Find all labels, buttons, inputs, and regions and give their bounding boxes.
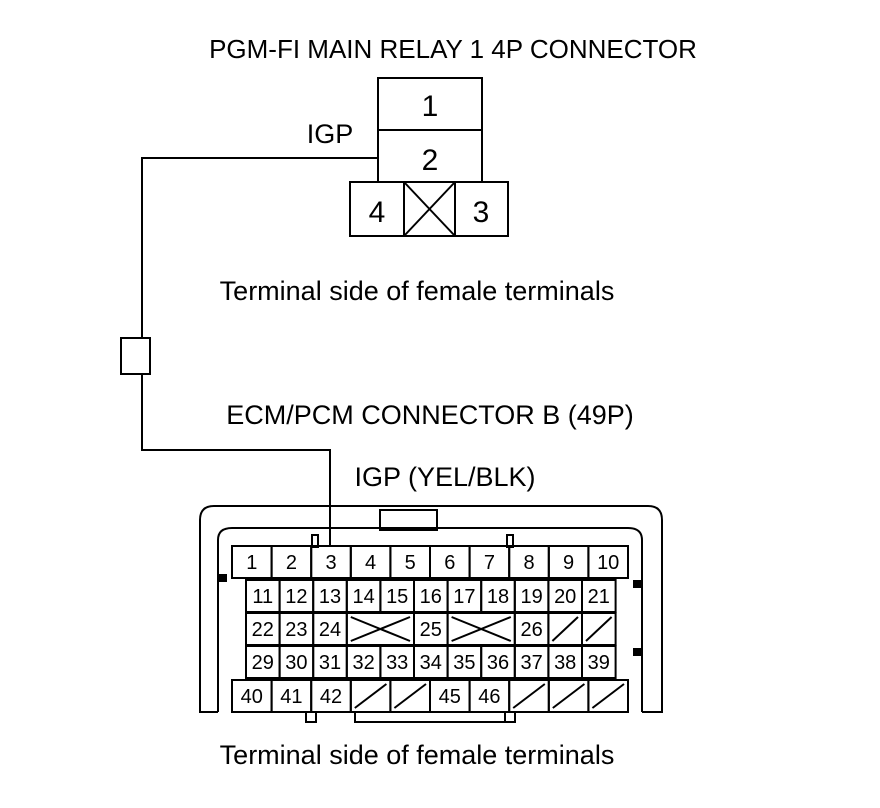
- ecm-pin-label: 5: [405, 552, 416, 574]
- ecm-pin-label: 25: [420, 619, 442, 641]
- ecm-pin-label: 23: [285, 619, 307, 641]
- ecm-pin-label: 38: [554, 652, 576, 674]
- ecm-pin-label: 45: [439, 686, 461, 708]
- ecm-pin-label: 30: [285, 652, 307, 674]
- ecm-pin-cell: [581, 645, 617, 679]
- ecm-lock: [219, 574, 227, 582]
- ecm-lock: [633, 648, 641, 656]
- ecm-pin-label: 4: [365, 552, 376, 574]
- ecm-pin-label: 11: [252, 586, 273, 608]
- ecm-blank-slash: [585, 616, 613, 642]
- ecm-pin-label: 1: [246, 552, 257, 574]
- ecm-pin-label: 40: [241, 686, 263, 708]
- ecm-top-tab: [379, 509, 438, 531]
- ecm-pin-label: 41: [280, 686, 302, 708]
- ecm-pin-label: 21: [588, 586, 610, 608]
- ecm-pin-label: 29: [252, 652, 274, 674]
- relay-pin-1: 1: [422, 90, 439, 123]
- ecm-blank-slash: [551, 616, 579, 642]
- ecm-locks: [219, 574, 641, 656]
- ecm-pin-label: 36: [487, 652, 509, 674]
- ecm-blank-slash: [354, 683, 388, 709]
- relay-connector: [349, 77, 509, 237]
- relay-blank-cross: [403, 181, 456, 237]
- ecm-pin-label: 31: [319, 652, 341, 674]
- ecm-lock: [633, 580, 641, 588]
- ecm-pin-label: 9: [563, 552, 574, 574]
- relay-caption: Terminal side of female terminals: [220, 276, 615, 306]
- ecm-pin-label: 16: [420, 586, 442, 608]
- ecm-inner-housing: [217, 527, 643, 712]
- inline-connector: [120, 337, 151, 375]
- igp-wire: [120, 157, 378, 546]
- ecm-blank-cross: [350, 616, 411, 642]
- relay-connector-title: PGM-FI MAIN RELAY 1 4P CONNECTOR: [209, 34, 697, 64]
- ecm-pin-label: 46: [478, 686, 500, 708]
- ecm-blank-cell: [587, 679, 630, 713]
- ecm-caption: Terminal side of female terminals: [220, 740, 615, 770]
- ecm-pin-label: 35: [453, 652, 475, 674]
- ecm-pin-label: 42: [320, 686, 342, 708]
- ecm-blank-slash: [591, 683, 625, 709]
- ecm-pin-label: 34: [420, 652, 442, 674]
- relay-pin-2: 2: [422, 144, 439, 177]
- ecm-blank-slash: [512, 683, 546, 709]
- ecm-pin-label: 3: [325, 552, 336, 574]
- ecm-pin-label: 33: [386, 652, 408, 674]
- relay-wire-label: IGP: [307, 119, 354, 149]
- wire-segment: [141, 374, 331, 546]
- ecm-pin-label: 12: [285, 586, 307, 608]
- relay-pin-3: 3: [473, 196, 490, 229]
- ecm-pin-label: 15: [386, 586, 408, 608]
- ecm-pin-label: 19: [520, 586, 542, 608]
- ecm-pin-label: 7: [484, 552, 495, 574]
- ecm-pin-cell: [587, 545, 630, 579]
- ecm-blank-slash: [552, 683, 586, 709]
- ecm-pin-label: 13: [319, 586, 341, 608]
- ecm-blank-cross: [451, 616, 512, 642]
- ecm-foot: [504, 711, 516, 723]
- ecm-blank-slash: [393, 683, 427, 709]
- ecm-pin-label: 32: [352, 652, 374, 674]
- ecm-pin-label: 17: [453, 586, 475, 608]
- relay-pin-4: 4: [369, 196, 386, 229]
- ecm-connector-title: ECM/PCM CONNECTOR B (49P): [226, 400, 634, 430]
- ecm-pin-label: 10: [597, 552, 619, 574]
- ecm-pin-label: 6: [444, 552, 455, 574]
- ecm-outer-housing: [199, 505, 663, 713]
- wire-segment: [141, 157, 378, 338]
- ecm-pin-label: 22: [252, 619, 274, 641]
- ecm-pin-label: 20: [554, 586, 576, 608]
- ecm-foot: [305, 711, 317, 723]
- ecm-pin-label: 2: [286, 552, 297, 574]
- ecm-pin-label: 24: [319, 619, 341, 641]
- ecm-pin-label: 18: [487, 586, 509, 608]
- ecm-pin-label: 26: [520, 619, 542, 641]
- ecm-pin-label: 37: [520, 652, 542, 674]
- relay-housing-bottom: [349, 181, 509, 237]
- ecm-pin-label: 39: [588, 652, 610, 674]
- ecm-bottom-tab: [354, 712, 506, 723]
- ecm-connector: [199, 505, 663, 723]
- ecm-wire-label: IGP (YEL/BLK): [354, 462, 535, 492]
- ecm-pin-label: 14: [352, 586, 374, 608]
- ecm-pin-label: 8: [523, 552, 534, 574]
